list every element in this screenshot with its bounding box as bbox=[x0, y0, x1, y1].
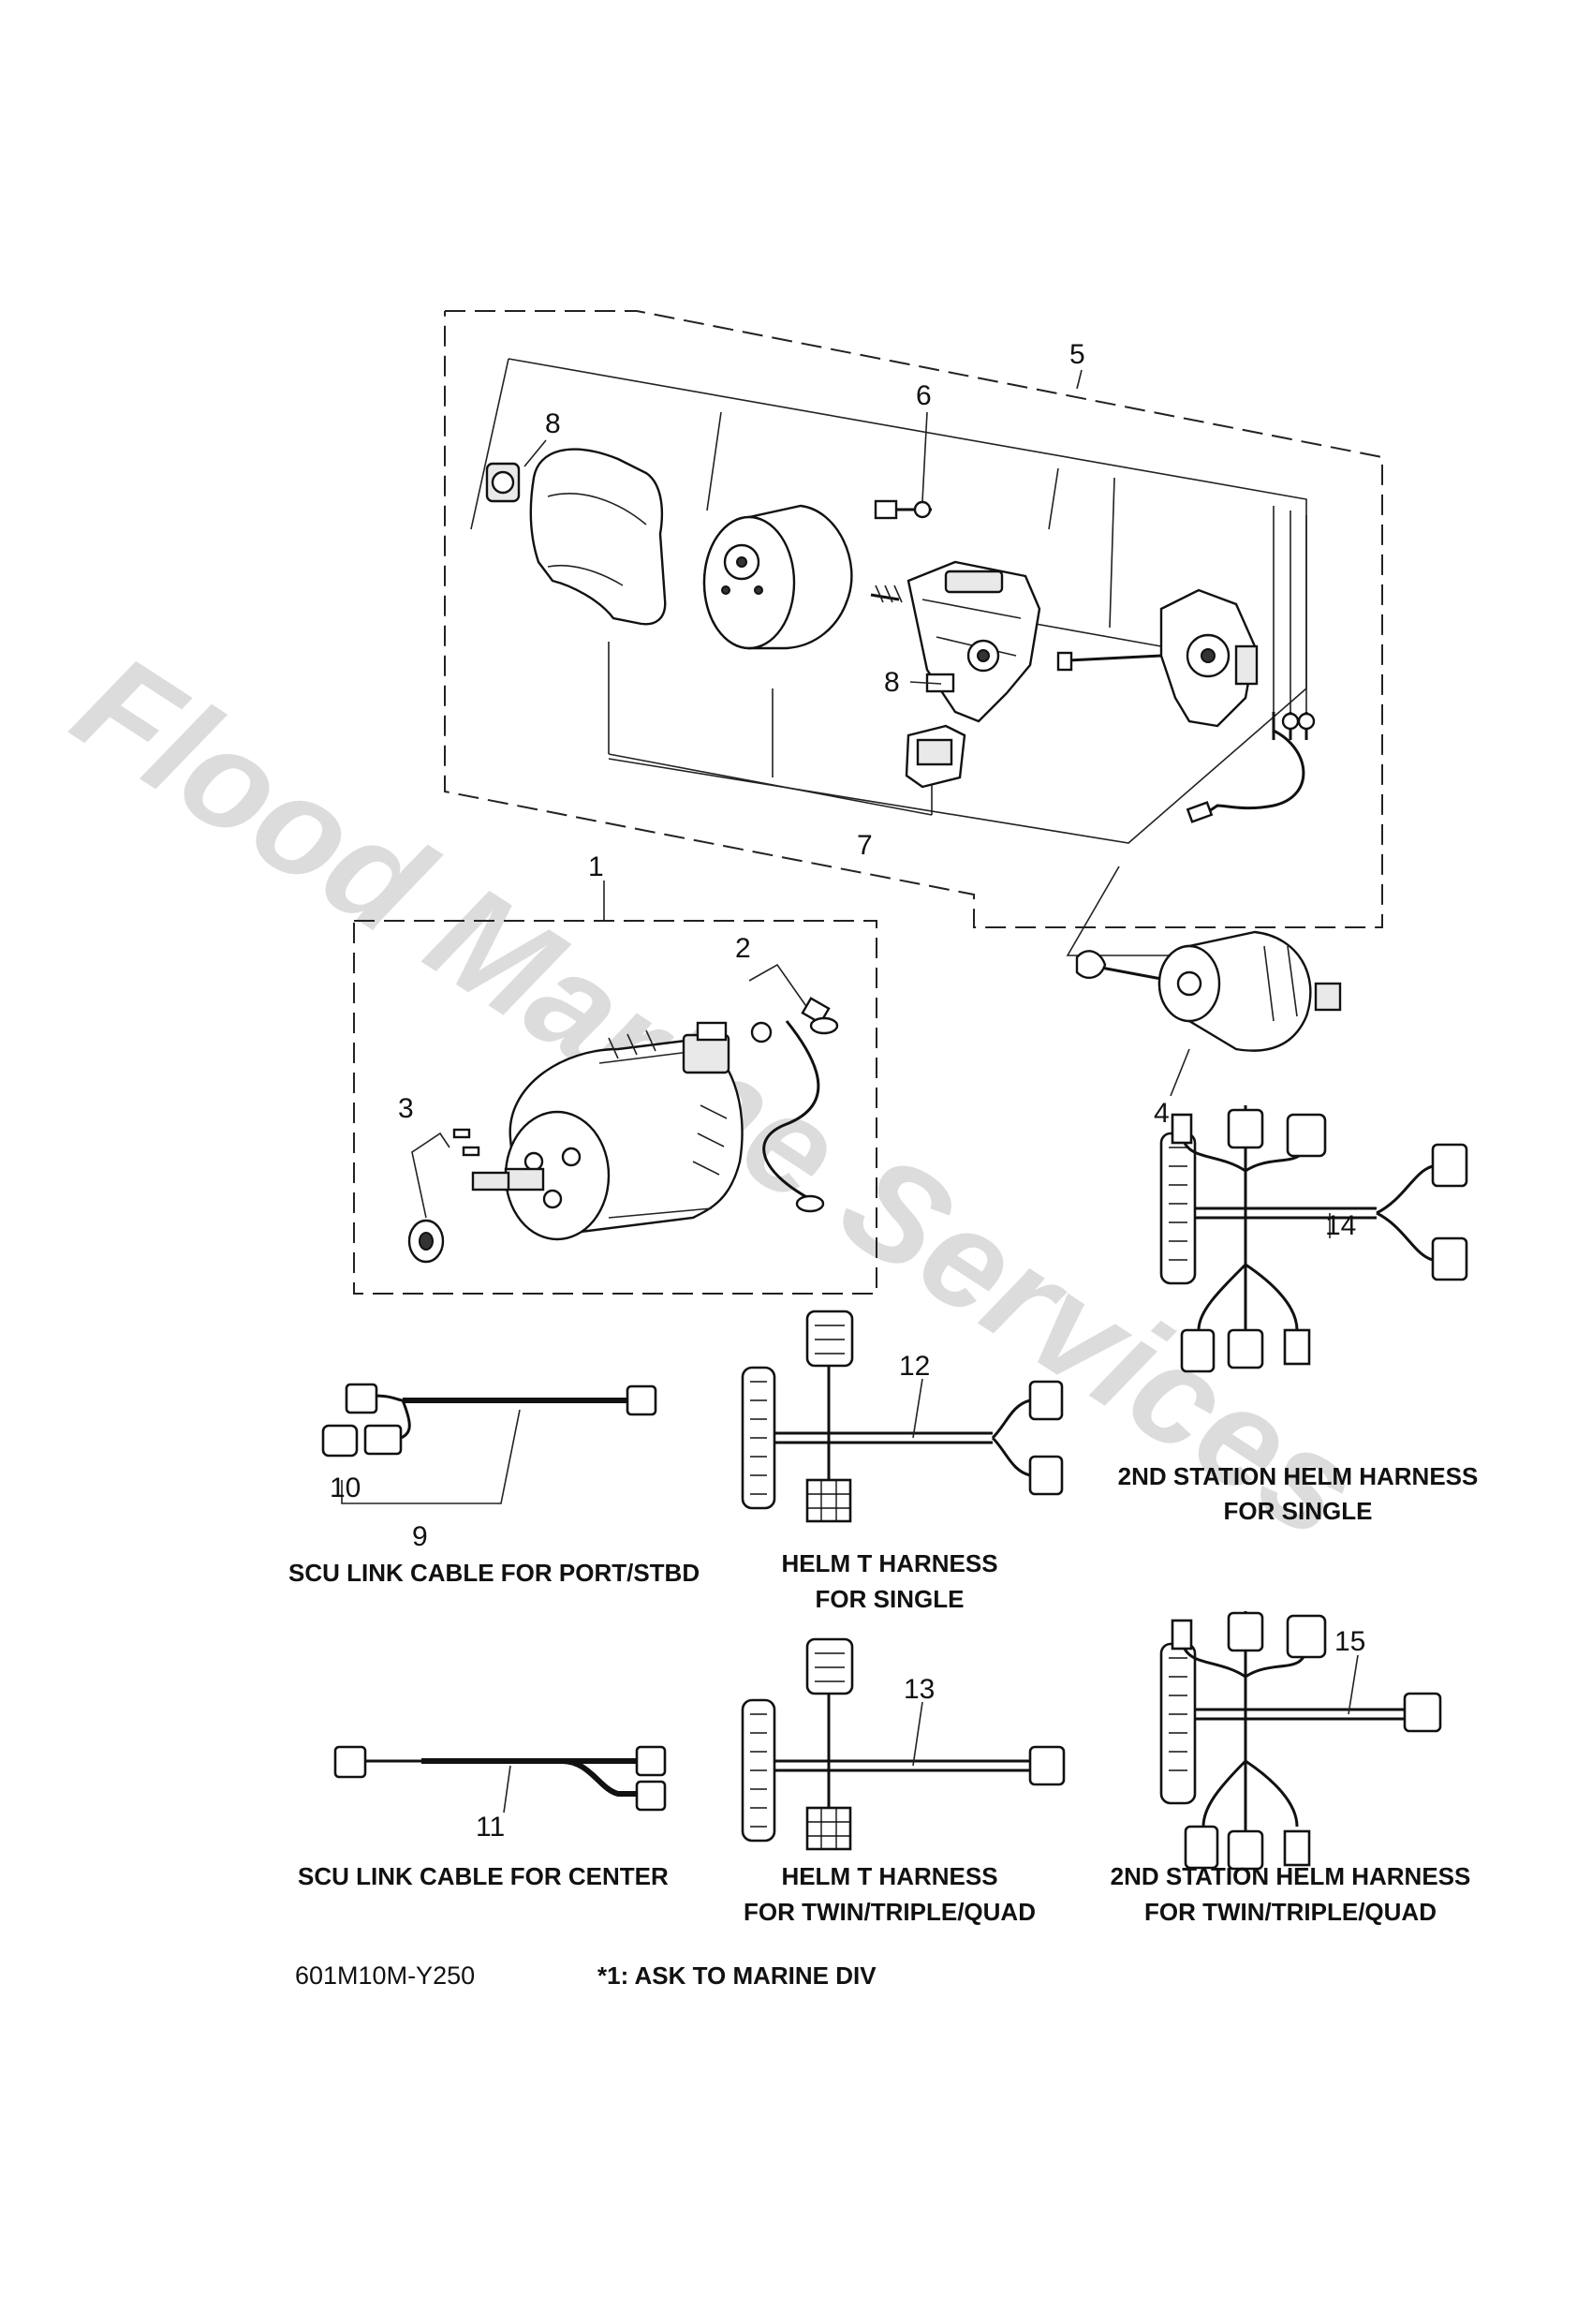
ground-cable-part bbox=[748, 963, 839, 1213]
cover-bracket-part bbox=[485, 448, 667, 626]
callout-15: 15 bbox=[1334, 1626, 1365, 1657]
harness-11-part bbox=[333, 1745, 667, 1813]
harness-13-part bbox=[741, 1637, 1066, 1851]
leader-6 bbox=[921, 411, 928, 502]
callout-9: 9 bbox=[412, 1521, 428, 1552]
leader-12 bbox=[912, 1378, 923, 1439]
exploded-guide-lines bbox=[470, 358, 1307, 844]
callout-7: 7 bbox=[857, 830, 873, 861]
leader-8b bbox=[909, 681, 942, 685]
callout-11: 11 bbox=[476, 1812, 505, 1843]
solenoid-part bbox=[471, 1021, 744, 1241]
caption-2nd-station-twin-line1: 2ND STATION HELM HARNESS bbox=[1111, 1862, 1471, 1890]
caption-scu-center: SCU LINK CABLE FOR CENTER bbox=[298, 1862, 669, 1890]
caption-2nd-station-twin-line2: FOR TWIN/TRIPLE/QUAD bbox=[1144, 1898, 1437, 1926]
drum-part bbox=[702, 504, 853, 650]
leader-8a bbox=[523, 439, 547, 467]
leader-15 bbox=[1348, 1654, 1359, 1715]
harness-12-part bbox=[741, 1310, 1064, 1523]
ignition-switch-part bbox=[1066, 866, 1342, 1097]
caption-helm-t-twin-line1: HELM T HARNESS bbox=[781, 1862, 997, 1890]
assembly-5-boundary bbox=[444, 310, 1383, 928]
switch-mechanism-part bbox=[870, 560, 1041, 723]
bolt-part bbox=[874, 499, 932, 520]
callout-8b: 8 bbox=[884, 667, 900, 698]
callout-10: 10 bbox=[330, 1473, 361, 1503]
callout-8a: 8 bbox=[545, 408, 561, 439]
leader-5 bbox=[1076, 369, 1083, 390]
caption-2nd-station-single-line1: 2ND STATION HELM HARNESS bbox=[1118, 1462, 1479, 1490]
callout-4: 4 bbox=[1154, 1098, 1170, 1129]
harness-15-part bbox=[1159, 1611, 1442, 1871]
base-plate-part bbox=[1056, 588, 1316, 823]
callout-13: 13 bbox=[904, 1674, 935, 1705]
caption-helm-t-single-line1: HELM T HARNESS bbox=[781, 1549, 997, 1577]
caption-scu-port-stbd: SCU LINK CABLE FOR PORT/STBD bbox=[288, 1559, 700, 1587]
diagram-ref-code: 601M10M-Y250 bbox=[295, 1961, 475, 1990]
callout-14: 14 bbox=[1325, 1210, 1356, 1241]
caption-helm-t-twin-line2: FOR TWIN/TRIPLE/QUAD bbox=[744, 1898, 1036, 1926]
callout-12: 12 bbox=[899, 1351, 930, 1382]
nut-washer-part bbox=[407, 1128, 480, 1264]
callout-1: 1 bbox=[588, 851, 604, 882]
footnote-ask-marine-div: *1: ASK TO MARINE DIV bbox=[597, 1961, 877, 1990]
callout-2: 2 bbox=[735, 933, 751, 964]
caption-2nd-station-single-line2: FOR SINGLE bbox=[1224, 1497, 1373, 1525]
assembly-1-boundary bbox=[353, 895, 877, 1295]
leader-13 bbox=[912, 1701, 923, 1767]
harness-14-part bbox=[1159, 1105, 1468, 1373]
connector-part bbox=[905, 724, 966, 789]
callout-3: 3 bbox=[398, 1093, 414, 1124]
caption-helm-t-single-line2: FOR SINGLE bbox=[816, 1585, 965, 1613]
callout-5: 5 bbox=[1069, 339, 1085, 370]
callout-6: 6 bbox=[916, 380, 932, 411]
harness-9-part bbox=[321, 1383, 657, 1504]
